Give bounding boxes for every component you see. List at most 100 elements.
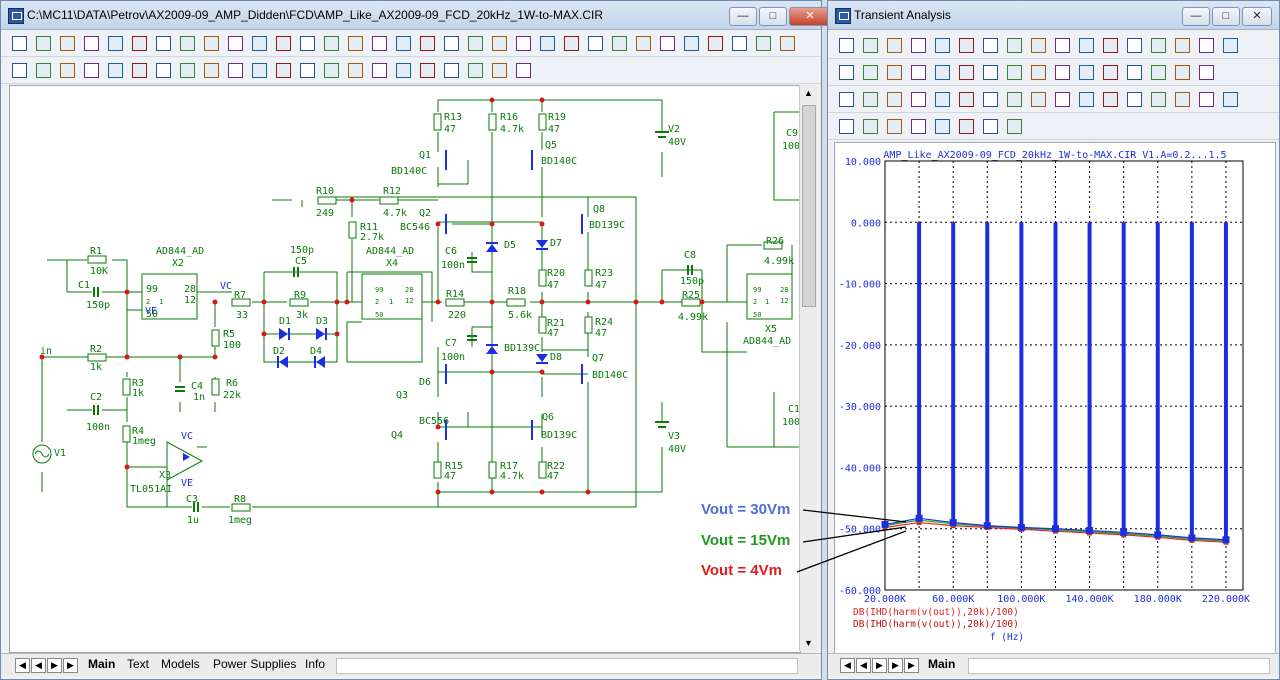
schematic-tool-icon[interactable]	[297, 33, 318, 54]
schematic-tool-icon[interactable]	[705, 33, 726, 54]
analysis-titlebar[interactable]: Transient Analysis — □ ✕	[828, 1, 1279, 30]
analysis-tool-icon[interactable]	[956, 89, 977, 110]
scroll-thumb[interactable]	[802, 105, 816, 307]
schematic-tool-icon[interactable]	[417, 33, 438, 54]
schematic-tool-icon[interactable]	[201, 60, 222, 81]
analysis-tool-icon[interactable]	[908, 35, 929, 56]
schematic-tool-icon[interactable]	[321, 33, 342, 54]
tab-power-supplies[interactable]: Power Supplies	[213, 657, 297, 671]
analysis-tool-icon[interactable]	[860, 35, 881, 56]
schematic-tool-icon[interactable]	[57, 33, 78, 54]
analysis-tool-icon[interactable]	[932, 62, 953, 83]
last-page-button[interactable]: ▶	[63, 658, 78, 673]
schematic-tool-icon[interactable]	[393, 60, 414, 81]
schematic-tool-icon[interactable]	[153, 33, 174, 54]
analysis-tool-icon[interactable]	[1028, 89, 1049, 110]
analysis-tool-icon[interactable]	[1052, 62, 1073, 83]
schematic-tool-icon[interactable]	[273, 33, 294, 54]
schematic-tool-icon[interactable]	[345, 33, 366, 54]
schematic-tool-icon[interactable]	[681, 33, 702, 54]
schematic-tool-icon[interactable]	[393, 33, 414, 54]
analysis-tool-icon[interactable]	[980, 62, 1001, 83]
analysis-tool-icon[interactable]	[908, 89, 929, 110]
schematic-tool-icon[interactable]	[33, 60, 54, 81]
analysis-tool-icon[interactable]	[1076, 89, 1097, 110]
schematic-tool-icon[interactable]	[129, 60, 150, 81]
analysis-tool-icon[interactable]	[1148, 89, 1169, 110]
schematic-tool-icon[interactable]	[345, 60, 366, 81]
scroll-up-arrow-icon[interactable]: ▲	[804, 88, 813, 98]
schematic-tool-icon[interactable]	[465, 33, 486, 54]
analysis-tool-icon[interactable]	[1004, 62, 1025, 83]
minimize-button[interactable]: —	[729, 7, 757, 26]
schematic-tool-icon[interactable]	[441, 60, 462, 81]
analysis-tool-icon[interactable]	[1052, 89, 1073, 110]
schematic-tool-icon[interactable]	[9, 60, 30, 81]
analysis-end-button[interactable]: ▶	[904, 658, 919, 673]
analysis-tool-icon[interactable]	[1028, 62, 1049, 83]
tab-models[interactable]: Models	[161, 657, 200, 671]
analysis-tool-icon[interactable]	[956, 35, 977, 56]
schematic-tool-icon[interactable]	[537, 33, 558, 54]
tab-info[interactable]: Info	[305, 657, 326, 671]
analysis-tool-icon[interactable]	[1124, 62, 1145, 83]
analysis-tool-icon[interactable]	[1100, 35, 1121, 56]
analysis-tool-icon[interactable]	[860, 89, 881, 110]
schematic-tool-icon[interactable]	[177, 60, 198, 81]
schematic-tool-icon[interactable]	[225, 33, 246, 54]
analysis-tool-icon[interactable]	[1148, 62, 1169, 83]
analysis-tool-icon[interactable]	[956, 62, 977, 83]
analysis-tool-icon[interactable]	[1196, 89, 1217, 110]
analysis-last-button[interactable]: ▶	[888, 658, 903, 673]
tab-analysis-main[interactable]: Main	[928, 657, 956, 671]
schematic-tool-icon[interactable]	[105, 33, 126, 54]
schematic-tool-icon[interactable]	[441, 33, 462, 54]
schematic-tool-icon[interactable]	[297, 60, 318, 81]
schematic-tool-icon[interactable]	[633, 33, 654, 54]
scroll-down-arrow-icon[interactable]: ▼	[804, 638, 813, 648]
analysis-first-button[interactable]: ◀	[840, 658, 855, 673]
schematic-tool-icon[interactable]	[81, 33, 102, 54]
analysis-tool-icon[interactable]	[884, 89, 905, 110]
analysis-hscroll[interactable]	[968, 658, 1270, 674]
schematic-tool-icon[interactable]	[129, 33, 150, 54]
schematic-tool-icon[interactable]	[489, 33, 510, 54]
analysis-tool-icon[interactable]	[980, 116, 1001, 137]
hscroll[interactable]	[336, 658, 798, 674]
schematic-tool-icon[interactable]	[177, 33, 198, 54]
schematic-tool-icon[interactable]	[729, 33, 750, 54]
schematic-tool-icon[interactable]	[657, 33, 678, 54]
analysis-tool-icon[interactable]	[860, 62, 881, 83]
analysis-tool-icon[interactable]	[860, 116, 881, 137]
analysis-tool-icon[interactable]	[1124, 35, 1145, 56]
schematic-tool-icon[interactable]	[585, 33, 606, 54]
schematic-tool-icon[interactable]	[369, 60, 390, 81]
analysis-tool-icon[interactable]	[836, 62, 857, 83]
schematic-tool-icon[interactable]	[249, 60, 270, 81]
analysis-tool-icon[interactable]	[932, 89, 953, 110]
analysis-maximize-button[interactable]: □	[1212, 7, 1240, 26]
analysis-tool-icon[interactable]	[884, 62, 905, 83]
ihd-chart[interactable]: AMP_Like_AX2009-09_FCD_20kHz_1W-to-MAX.C…	[835, 143, 1275, 653]
schematic-tool-icon[interactable]	[369, 33, 390, 54]
schematic-tool-icon[interactable]	[321, 60, 342, 81]
analysis-tool-icon[interactable]	[884, 35, 905, 56]
analysis-tool-icon[interactable]	[836, 89, 857, 110]
schematic-tool-icon[interactable]	[609, 33, 630, 54]
analysis-tool-icon[interactable]	[1004, 116, 1025, 137]
schematic-tool-icon[interactable]	[249, 33, 270, 54]
plot-area[interactable]: AMP_Like_AX2009-09_FCD_20kHz_1W-to-MAX.C…	[834, 142, 1276, 654]
tab-text[interactable]: Text	[127, 657, 150, 671]
tab-main[interactable]: Main	[88, 657, 116, 671]
analysis-tool-icon[interactable]	[836, 35, 857, 56]
analysis-tool-icon[interactable]	[1028, 35, 1049, 56]
schematic-tool-icon[interactable]	[33, 33, 54, 54]
schematic-tool-icon[interactable]	[201, 33, 222, 54]
maximize-button[interactable]: □	[759, 7, 787, 26]
analysis-tool-icon[interactable]	[908, 62, 929, 83]
analysis-tool-icon[interactable]	[980, 89, 1001, 110]
analysis-tool-icon[interactable]	[956, 116, 977, 137]
analysis-tool-icon[interactable]	[1100, 89, 1121, 110]
analysis-next-button[interactable]: ▶	[872, 658, 887, 673]
schematic-tool-icon[interactable]	[753, 33, 774, 54]
